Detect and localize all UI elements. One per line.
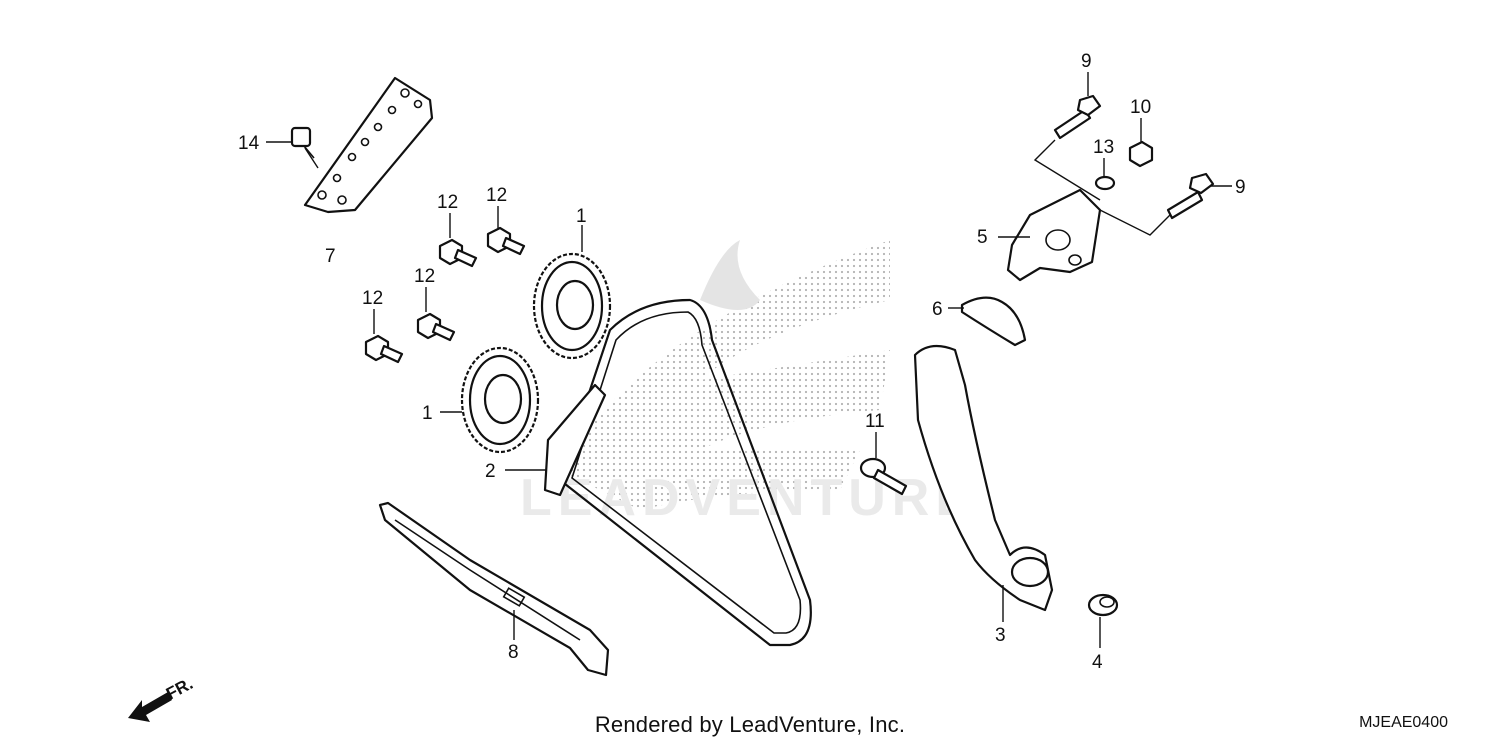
callout-6: 6 [932, 299, 943, 320]
callout-1-upper: 1 [576, 206, 587, 227]
callout-3: 3 [995, 625, 1006, 646]
callout-9-top: 9 [1081, 51, 1092, 72]
callout-1-lower: 1 [422, 403, 433, 424]
part-14-bolt [266, 126, 319, 169]
part-5-tensioner-lifter [998, 188, 1102, 282]
callout-4: 4 [1092, 652, 1103, 673]
callout-5: 5 [977, 227, 988, 248]
watermark-text: LEADVENTURE [520, 469, 976, 527]
part-13-o-ring [1094, 158, 1116, 191]
part-4-collar [1087, 593, 1119, 648]
callout-10: 10 [1130, 97, 1151, 118]
callout-2: 2 [485, 461, 496, 482]
front-arrow-icon [128, 692, 172, 722]
part-12-bolts [364, 206, 526, 364]
callout-12-d: 12 [362, 288, 383, 309]
part-8-cam-chain-guide [378, 501, 610, 677]
part-6-gasket [948, 296, 1027, 347]
part-11-bolt [859, 432, 908, 496]
part-3-tensioner-arm [913, 344, 1054, 622]
part-1-cam-sprockets [440, 225, 612, 454]
callout-7: 7 [325, 246, 336, 267]
diagram-code: MJEAE0400 [1359, 714, 1448, 731]
part-7-cam-chain-guide-plate [303, 76, 434, 214]
callout-13: 13 [1093, 137, 1114, 158]
callout-11: 11 [865, 411, 885, 432]
callout-8: 8 [508, 642, 519, 663]
part-10-bolt [1128, 118, 1154, 168]
callout-14: 14 [238, 133, 260, 154]
callout-12-c: 12 [414, 266, 435, 287]
render-credit: Rendered by LeadVenture, Inc. [594, 712, 906, 737]
callout-12-a: 12 [437, 192, 458, 213]
callout-12-b: 12 [486, 185, 507, 206]
part-9-bolts [1033, 72, 1232, 236]
callouts: 1 1 2 3 4 5 6 7 8 9 9 10 11 12 12 12 12 … [238, 51, 1246, 673]
callout-9-right: 9 [1235, 177, 1246, 198]
part-2-cam-chain [505, 298, 812, 647]
